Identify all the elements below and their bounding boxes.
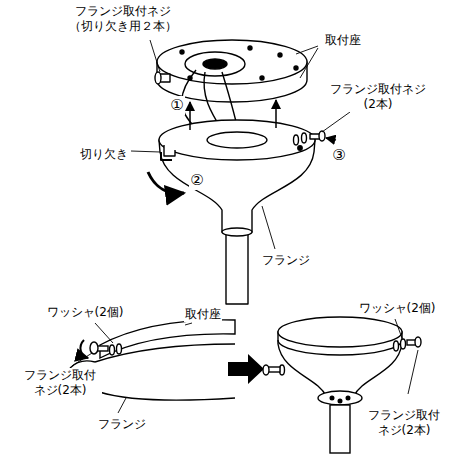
part-name: ワッシャ(2個) (46, 305, 125, 320)
part-name: フランジ (97, 417, 147, 432)
part-name: フランジ取付 ネジ(2本) (18, 368, 102, 398)
seat-hole-center (203, 59, 227, 69)
part-name-holder: フランジ取付ネジ (2本) (326, 82, 430, 112)
callout-number: ② (189, 171, 204, 190)
callout-number: ① (169, 96, 184, 115)
part-name-holder: 切り欠き (76, 144, 132, 162)
step-arrow (228, 354, 264, 384)
neck-assembled (318, 391, 362, 405)
callout-number: ③ (331, 146, 346, 165)
part-name: 取付座 (184, 307, 222, 322)
callout-number-holder: ① (166, 96, 188, 115)
part-name-holder: 取付座 (180, 304, 226, 322)
down-rod (226, 232, 248, 304)
callout-number-holder: ② (186, 171, 208, 190)
part-name: フランジ取付ネジ (2本) (326, 82, 430, 112)
seat-top (157, 40, 307, 84)
seat-assembled (278, 317, 402, 347)
part-name-holder: ワッシャ(2個) (40, 302, 130, 320)
part-name: フランジ (261, 253, 311, 268)
part-name: ワッシャ(2個) (358, 301, 437, 316)
flange-hole (207, 132, 267, 148)
flange-closeup (95, 344, 235, 362)
part-name-holder: フランジ (92, 414, 152, 432)
part-name-holder: 取付座 (318, 30, 368, 48)
down-rod (330, 405, 350, 453)
part-name: フランジ取付ネジ （切り欠き用２本） (62, 4, 184, 34)
part-name-holder: フランジ取付 ネジ(2本) (362, 408, 446, 438)
part-name: 切り欠き (79, 147, 129, 162)
part-name-holder: フランジ取付 ネジ(2本) (18, 368, 102, 398)
neck (222, 228, 252, 236)
callout-number-holder: ③ (328, 146, 350, 165)
part-name: フランジ取付 ネジ(2本) (362, 408, 446, 438)
flange-top (159, 120, 315, 160)
notch-screw-head (155, 72, 161, 84)
part-name-holder: フランジ (256, 250, 316, 268)
part-name-holder: ワッシャ(2個) (352, 298, 442, 316)
part-name-holder: フランジ取付ネジ （切り欠き用２本） (62, 4, 184, 34)
seat-closeup (100, 320, 235, 358)
notch (164, 145, 175, 156)
part-name: 取付座 (324, 33, 362, 48)
